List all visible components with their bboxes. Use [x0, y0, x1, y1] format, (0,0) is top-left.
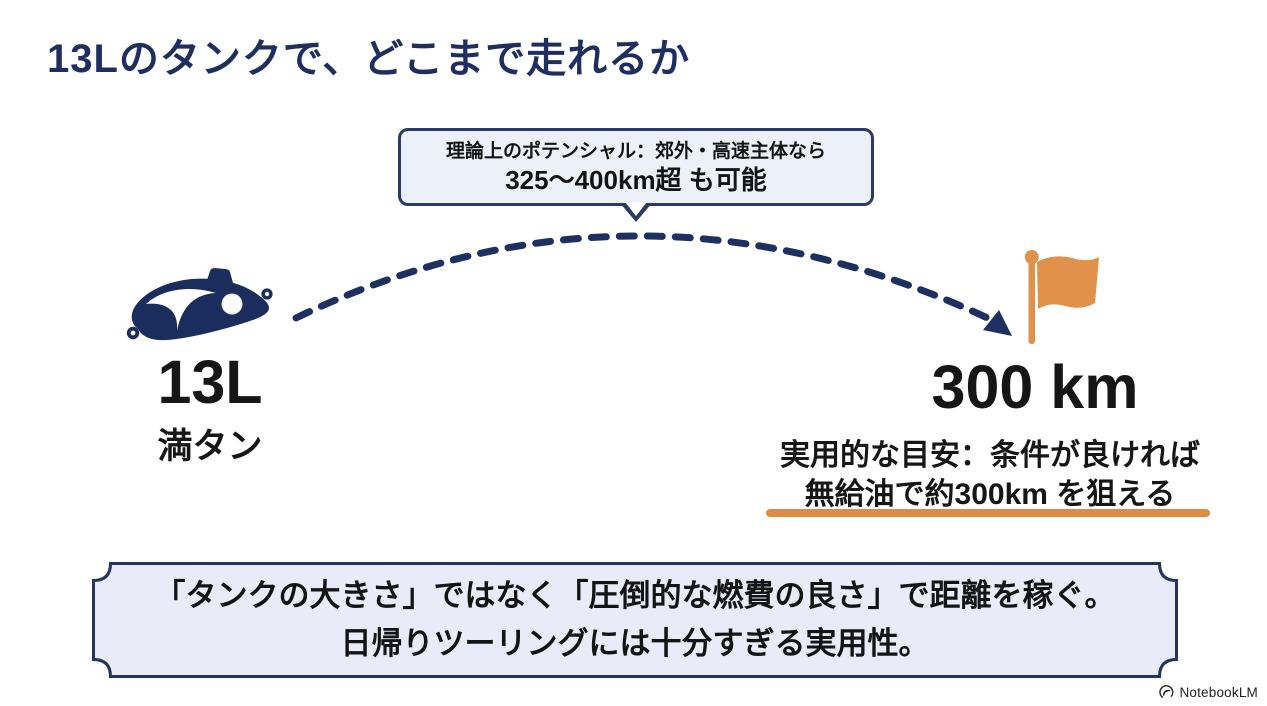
- summary-panel-frame: [92, 562, 1178, 678]
- goal-desc-line1: 実用的な目安：条件が良ければ: [780, 439, 1200, 472]
- goal-flag-icon: [1024, 250, 1099, 344]
- callout-bubble: 理論上のポテンシャル：郊外・高速主体なら 325〜400km超 も可能: [398, 128, 874, 222]
- summary-panel: 「タンクの大きさ」ではなく「圧倒的な燃費の良さ」で距離を稼ぐ。 日帰りツーリング…: [92, 562, 1178, 678]
- page-title: 13Lのタンクで、どこまで走れるか: [47, 37, 691, 81]
- arc-arrow-icon: [983, 310, 1012, 336]
- summary-line1: 「タンクの大きさ」ではなく「圧倒的な燃費の良さ」で距離を稼ぐ。: [154, 578, 1116, 614]
- route-arc-path: [292, 232, 1000, 326]
- goal-underline: [766, 509, 1210, 517]
- notebooklm-badge: NotebookLM: [1158, 684, 1258, 701]
- notebooklm-icon: [1159, 685, 1174, 698]
- summary-line2: 日帰りツーリングには十分すぎる実用性。: [340, 626, 930, 661]
- start-label: 満タン: [157, 427, 263, 466]
- start-value: 13L: [157, 348, 263, 416]
- goal-desc-line2: 無給油で約300km を狙える: [804, 478, 1176, 511]
- fuel-tank-icon: [126, 268, 273, 341]
- callout-line1: 理論上のポテンシャル：郊外・高速主体なら: [445, 141, 826, 162]
- notebooklm-label: NotebookLM: [1179, 685, 1258, 700]
- goal-value: 300 km: [931, 353, 1139, 421]
- callout-line2: 325〜400km超 も可能: [505, 165, 767, 195]
